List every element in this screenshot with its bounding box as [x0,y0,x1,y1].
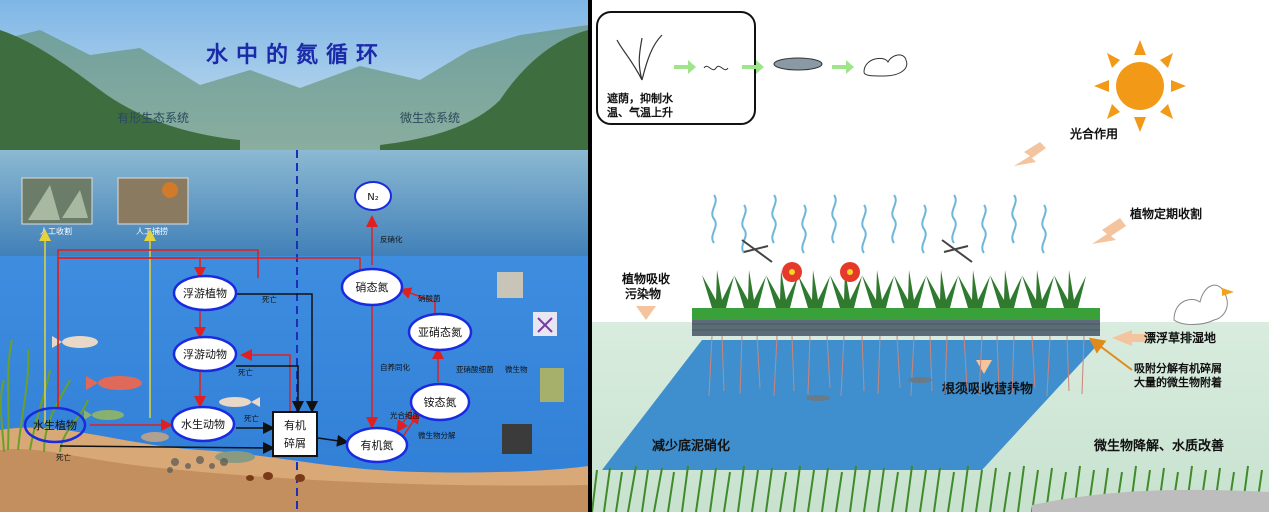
floating-raft [692,318,1100,336]
forest-left [0,30,240,160]
black-flow-arrows [59,293,349,454]
reduce-sediment-label: 减少底泥硝化 [652,438,730,454]
duck-icon [863,54,908,77]
microbe-image-3 [540,368,564,402]
node-aquatic-animals-label: 水生动物 [181,417,225,431]
node-nitrite-label: 亚硝态氮 [418,325,462,339]
fishing-photo [117,177,189,225]
label-denitrification: 反硝化 [380,234,403,244]
node-aquatic-plants: 水生植物 [23,406,87,444]
node-detritus-label-1: 有机 [284,418,306,432]
sediment-dark [0,449,588,512]
forest-right [380,30,588,160]
fishing-photo-label: 人工捕捞 [136,226,168,236]
node-nitrate-label: 硝态氮 [356,280,389,294]
root-absorb-arrow [976,360,992,374]
dragonfly-icons [741,239,973,263]
water-improve-label: 微生物降解、水质改善 [1093,438,1224,454]
photosynthesis-label: 光合作用 [1069,126,1118,141]
microbe-label-2: 大量的微生物附着 [1134,375,1222,389]
plant-absorb-arrow [636,306,656,320]
heat-waves [711,194,1047,254]
photosynthesis-arrow [1014,142,1046,166]
harvest-photo-detail [28,185,88,220]
harvest-label: 植物定期收割 [1129,206,1202,221]
arrow-icon-3 [832,60,854,74]
arrow-icon-2 [742,60,764,74]
node-nitrate: 硝态氮 [340,267,404,307]
label-death-4: 死亡 [56,452,71,462]
node-zooplankton-label: 浮游动物 [183,347,227,361]
plant-absorb-label-2: 污染物 [625,286,661,301]
label-microbes: 微生物 [505,364,528,374]
fishing-photo-detail [162,182,178,198]
plant-absorb-label-1: 植物吸收 [621,271,670,286]
microbe-image-1 [497,272,523,298]
node-ammonium: 铵态氮 [409,382,471,422]
raft-grid [692,323,1100,331]
node-ammonium-label: 铵态氮 [424,395,457,409]
arrow-icon-1 [674,60,696,74]
label-microbial-decomposition: 微生物分解 [418,430,456,440]
bottom-grass [592,465,1263,512]
label-death-1: 死亡 [262,294,277,304]
floating-wetland-panel: 遮荫，抑制水 温、气温上升 光合作用 植物定期收割 植物吸收 污染物 漂浮草排湿… [592,0,1269,512]
lake-surface [0,150,588,258]
small-fish [806,377,932,401]
wetland-plants [702,270,1086,308]
node-n2: N₂ [354,181,392,211]
floating-wetland-label: 漂浮草排湿地 [1144,330,1216,345]
node-zooplankton: 浮游动物 [172,335,238,373]
harvest-arrow [1092,218,1126,244]
label-nitrobacter: 硝酸菌 [418,293,441,303]
sediment-zone [602,340,1102,470]
red-flowers [782,262,860,282]
red-flow-arrows [57,215,444,439]
diagram-title: 水中的氮循环 [206,42,386,68]
wave-icon [703,65,729,71]
roots [708,335,1085,397]
root-absorb-label: 根须吸收营养物 [942,381,1033,397]
label-death-3: 死亡 [244,413,259,423]
callout-text-2: 温、气温上升 [607,105,673,119]
pebbles [167,456,228,473]
worms [246,472,305,482]
node-organic-n: 有机氮 [345,426,409,464]
label-death-2: 死亡 [238,367,253,377]
microbe-label-1: 吸附分解有机碎屑 [1134,361,1222,375]
node-nitrite: 亚硝态氮 [407,312,473,352]
bottom-rock [1032,489,1269,512]
harvest-photo-label: 人工收割 [40,226,72,236]
duck-on-water [1173,284,1234,325]
node-n2-label: N₂ [367,192,379,203]
label-nitrosomonas: 亚硝酸细菌 [456,364,494,374]
plant-icon [616,34,663,81]
fish-icon [773,57,823,71]
label-autotrophic-assimilation: 自养同化 [380,362,410,372]
sun-icon [1094,40,1186,132]
node-aquatic-plants-label: 水生植物 [33,418,77,432]
node-organic-n-label: 有机氮 [361,438,394,452]
region-label-left: 有形生态系统 [117,111,189,125]
nitrogen-cycle-diagram: 水中的氮循环 有形生态系统 微生态系统 人工收割 人工捕捞 [0,0,588,512]
label-photosynthetic-bacteria: 光合细菌 [390,410,420,420]
node-detritus-label-2: 碎屑 [284,436,306,450]
microbe-image-2-detail [537,317,553,333]
fish-group [52,336,260,463]
node-aquatic-animals: 水生动物 [170,405,236,443]
node-detritus: 有机 碎屑 [272,411,318,457]
floating-wetland-arrow [1112,330,1148,346]
node-phytoplankton: 浮游植物 [172,274,238,312]
microbe-arrow [1088,337,1133,371]
raft-grass [692,308,1100,320]
callout-text-1: 遮荫，抑制水 [607,91,674,105]
microbe-image-4 [502,424,532,454]
floating-wetland-diagram: 遮荫，抑制水 温、气温上升 光合作用 植物定期收割 植物吸收 污染物 漂浮草排湿… [592,0,1269,512]
region-label-right: 微生态系统 [400,111,460,125]
node-phytoplankton-label: 浮游植物 [183,286,227,300]
nitrogen-cycle-panel: 水中的氮循环 有形生态系统 微生态系统 人工收割 人工捕捞 [0,0,588,512]
